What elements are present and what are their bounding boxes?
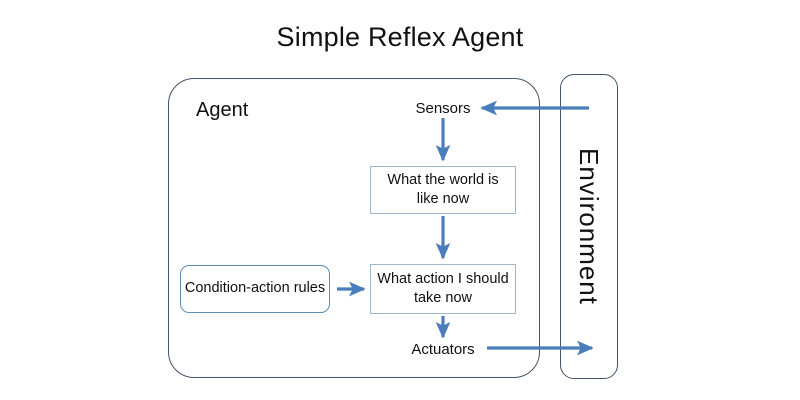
agent-label: Agent [196,99,249,121]
sensors-label: Sensors [415,100,471,117]
environment-container [560,74,618,379]
what-the-world-is-like-now-box: What the world is like now [370,166,516,214]
actuators-label: Actuators [411,341,475,358]
page-title: Simple Reflex Agent [276,22,524,52]
agent-container [168,78,540,378]
condition-action-rules-box: Condition-action rules [180,265,330,313]
what-action-i-should-take-now-box: What action I should take now [370,264,516,314]
environment-label: Environment [574,148,605,305]
